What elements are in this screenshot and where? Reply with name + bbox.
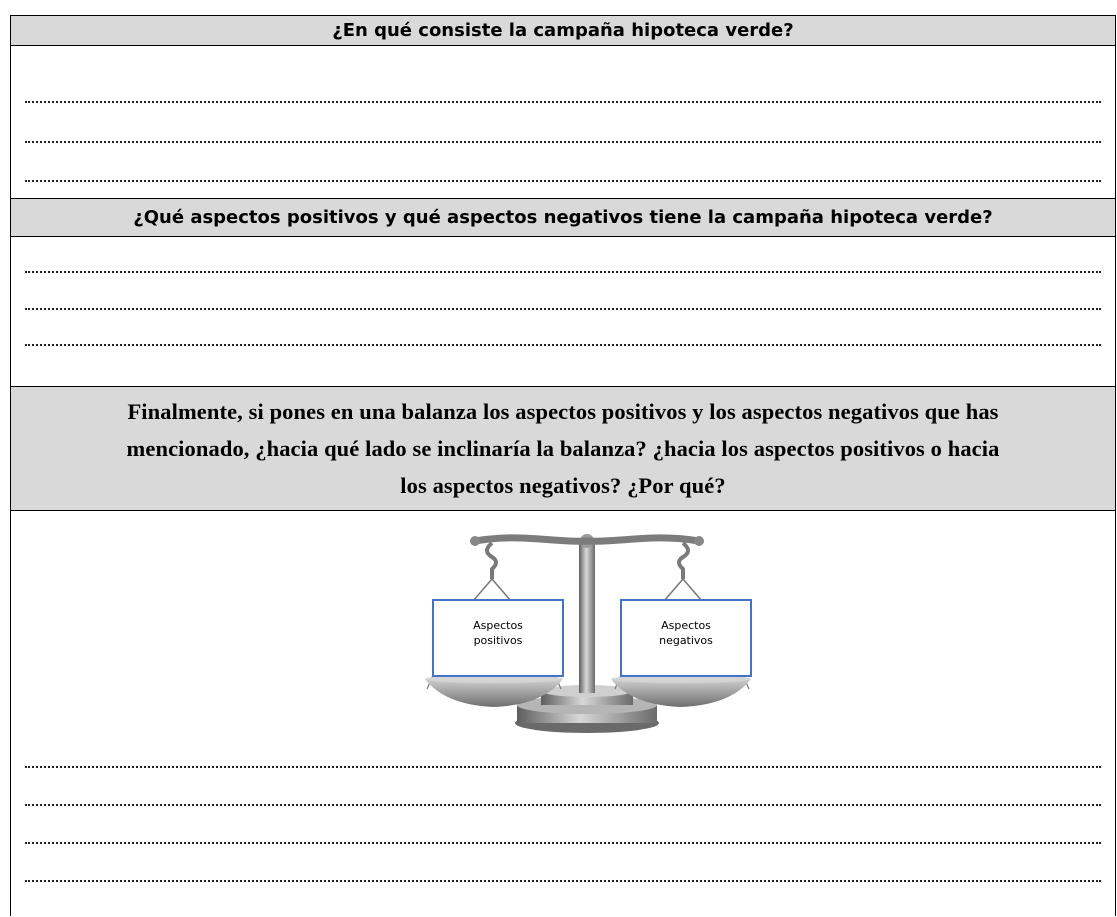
answer-line[interactable] [25, 308, 1101, 310]
question-1-text: ¿En qué consiste la campaña hipoteca ver… [332, 20, 794, 41]
balance-scale-illustration: Aspectos positivos Aspectos negativos [425, 534, 752, 733]
answer-line[interactable] [25, 101, 1101, 103]
question-3-line-1: Finalmente, si pones en una balanza los … [127, 399, 999, 424]
question-3-line-3: los aspectos negativos? ¿Por qué? [400, 473, 726, 498]
answer-line[interactable] [25, 180, 1101, 182]
answer-area-3[interactable]: Aspectos positivos Aspectos negativos [11, 511, 1115, 917]
positive-box-label-1: Aspectos [473, 619, 523, 632]
answer-line[interactable] [25, 766, 1101, 768]
answer-line[interactable] [25, 880, 1101, 882]
answer-area-2[interactable] [11, 237, 1115, 387]
answer-line[interactable] [25, 804, 1101, 806]
question-2-text: ¿Qué aspectos positivos y qué aspectos n… [133, 207, 993, 228]
answer-line[interactable] [25, 842, 1101, 844]
question-3-line-2: mencionado, ¿hacia qué lado se inclinarí… [126, 436, 1000, 461]
question-3-text: Finalmente, si pones en una balanza los … [127, 393, 1000, 504]
question-header-2: ¿Qué aspectos positivos y qué aspectos n… [11, 199, 1115, 237]
positive-box-label-2: positivos [474, 634, 523, 647]
worksheet: ¿En qué consiste la campaña hipoteca ver… [10, 15, 1116, 916]
answer-area-1[interactable] [11, 46, 1115, 199]
negative-box-label-2: negativos [659, 634, 713, 647]
question-header-1: ¿En qué consiste la campaña hipoteca ver… [11, 16, 1115, 46]
negative-aspects-box [620, 599, 752, 677]
answer-line[interactable] [25, 271, 1101, 273]
answer-line[interactable] [25, 141, 1101, 143]
answer-line[interactable] [25, 344, 1101, 346]
question-header-3: Finalmente, si pones en una balanza los … [11, 387, 1115, 511]
positive-aspects-box [432, 599, 564, 677]
negative-box-label-1: Aspectos [661, 619, 711, 632]
